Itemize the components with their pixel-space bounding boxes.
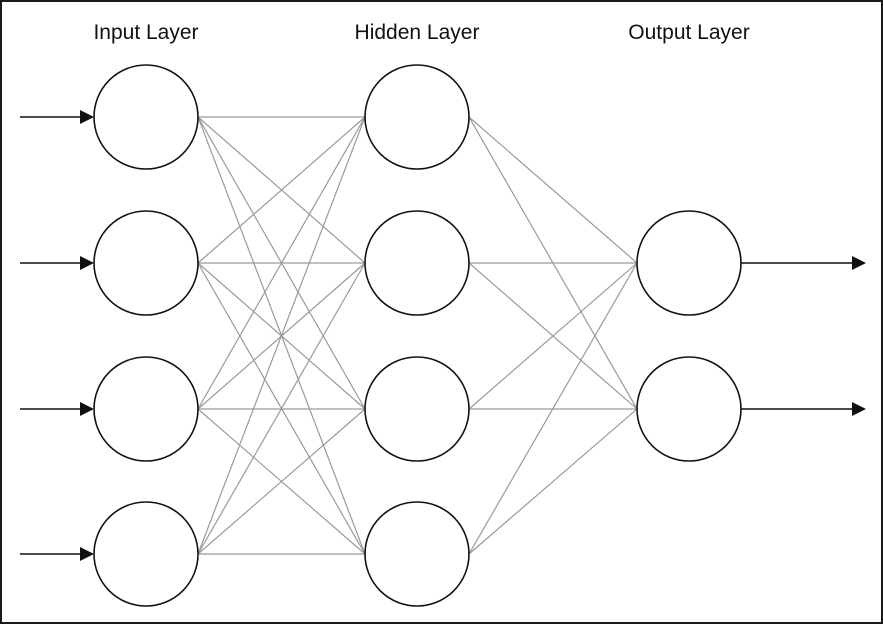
output-node-2 xyxy=(636,356,742,462)
output-arrow-2-head xyxy=(852,402,866,416)
input-node-2 xyxy=(93,210,199,316)
connection-input-4-to-hidden-1 xyxy=(197,116,366,555)
input-layer-title: Input Layer xyxy=(93,21,198,44)
connection-hidden-4-to-output-2 xyxy=(468,408,638,555)
output-node-1 xyxy=(636,210,742,316)
input-arrow-2 xyxy=(20,256,94,270)
nodes xyxy=(93,64,742,607)
connections xyxy=(197,116,638,555)
connection-input-2-to-hidden-1 xyxy=(197,116,366,264)
input-node-1 xyxy=(93,64,199,170)
input-arrow-1-head xyxy=(80,110,94,124)
input-arrow-3 xyxy=(20,402,94,416)
connection-input-3-to-hidden-1 xyxy=(197,116,366,410)
connection-hidden-4-to-output-1 xyxy=(468,262,638,555)
output-layer-title: Output Layer xyxy=(628,21,749,44)
connection-input-4-to-hidden-2 xyxy=(197,262,366,555)
hidden-node-3 xyxy=(364,356,470,462)
input-arrow-4-head xyxy=(80,547,94,561)
connection-hidden-3-to-output-1 xyxy=(468,262,638,410)
connection-input-4-to-hidden-3 xyxy=(197,408,366,555)
input-arrow-1 xyxy=(20,110,94,124)
layer-titles: Input Layer Hidden Layer Output Layer xyxy=(93,21,749,44)
input-arrow-4 xyxy=(20,547,94,561)
hidden-node-2 xyxy=(364,210,470,316)
output-arrow-1-head xyxy=(852,256,866,270)
output-arrow-1 xyxy=(741,256,866,270)
hidden-node-4 xyxy=(364,501,470,607)
input-node-3 xyxy=(93,356,199,462)
arrows xyxy=(20,110,866,561)
connection-hidden-1-to-output-1 xyxy=(468,116,638,264)
output-arrow-2 xyxy=(741,402,866,416)
hidden-node-1 xyxy=(364,64,470,170)
input-arrow-3-head xyxy=(80,402,94,416)
input-node-4 xyxy=(93,501,199,607)
hidden-layer-title: Hidden Layer xyxy=(355,21,480,44)
input-arrow-2-head xyxy=(80,256,94,270)
